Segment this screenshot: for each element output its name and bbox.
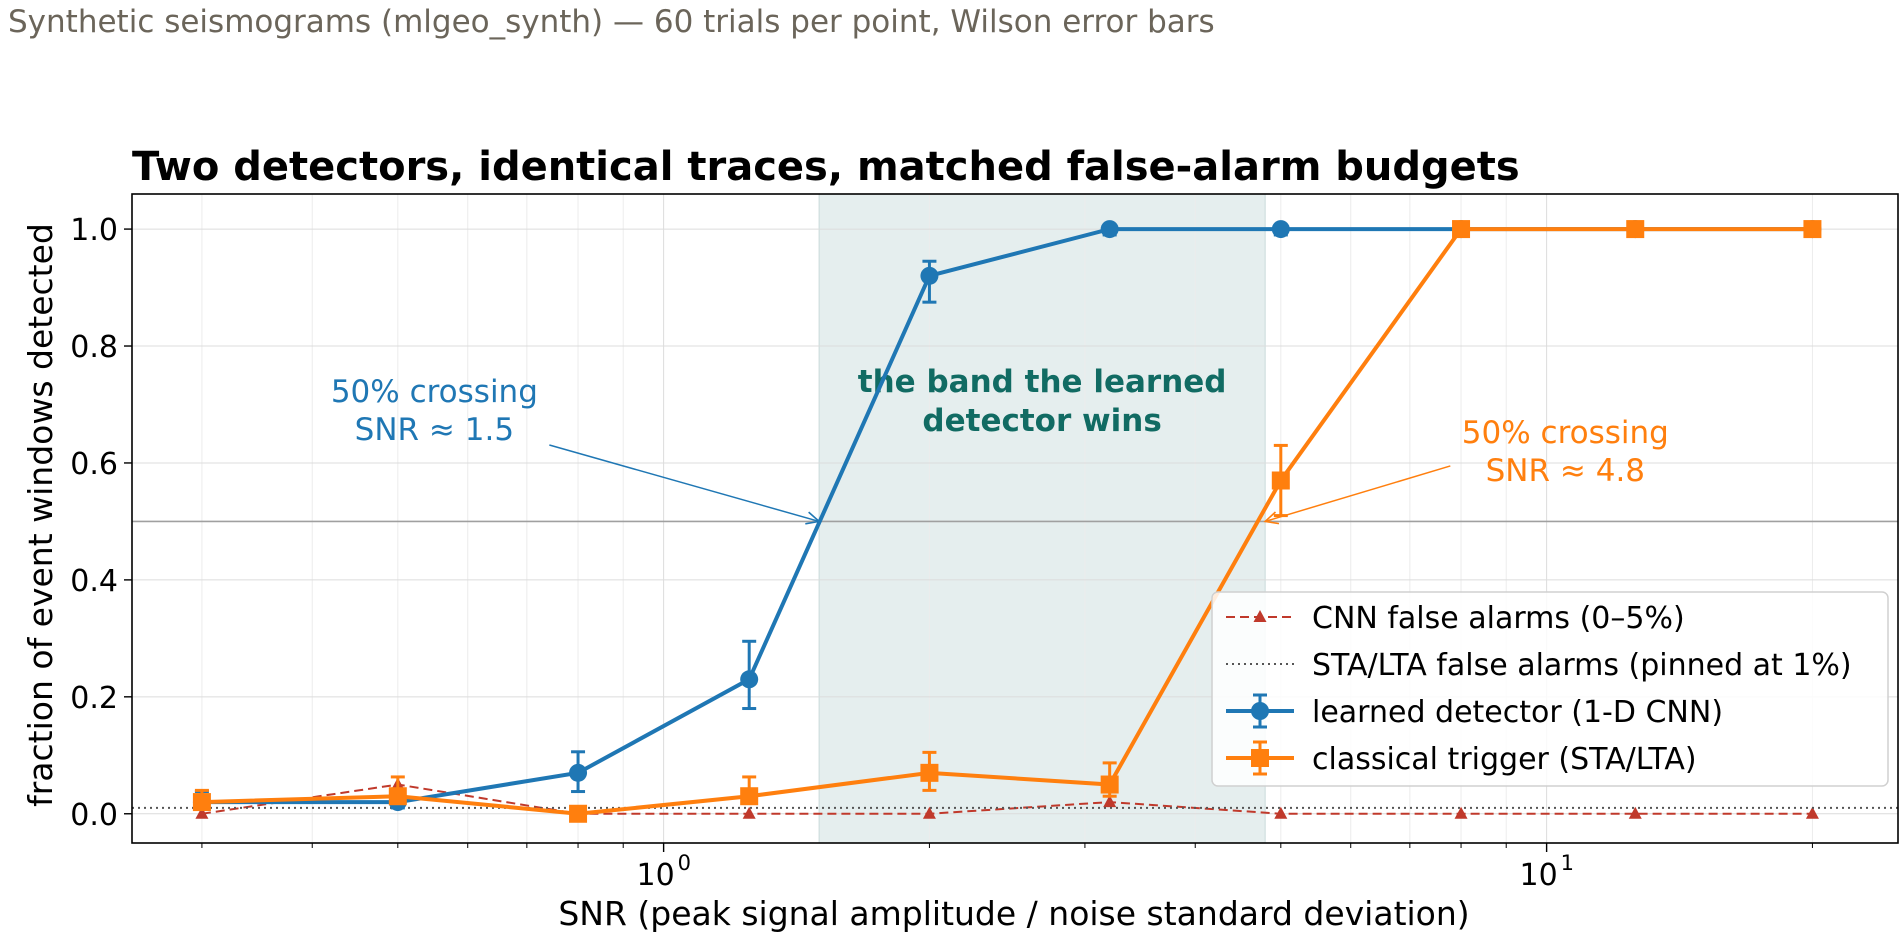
legend-label: classical trigger (STA/LTA): [1312, 742, 1697, 777]
cnn-false-alarm-point: [1103, 795, 1117, 808]
annotation-line: 50% crossing: [1462, 415, 1669, 451]
annotation-line: 50% crossing: [331, 374, 538, 410]
x-tick-exponent: 0: [678, 851, 691, 875]
sta-lta-detection-point: [569, 804, 588, 823]
cnn-detection-point: [1100, 220, 1119, 239]
y-tick-label: 0.0: [70, 798, 118, 833]
shaded-band: [818, 193, 1266, 844]
cnn-false-alarm-point: [1805, 806, 1819, 819]
annotation-line: SNR ≈ 1.5: [355, 412, 514, 448]
sta-lta-detection-line: [201, 227, 1813, 816]
cnn-detection-point: [920, 266, 939, 285]
x-axis-label: SNR (peak signal amplitude / noise stand…: [558, 894, 1469, 933]
y-tick-label: 0.4: [70, 564, 118, 599]
sta-lta-detection-point: [1452, 220, 1471, 239]
annotation-arrow: [1264, 465, 1451, 523]
cnn-false-alarm-point: [922, 806, 936, 819]
annotation-arrowhead: [1263, 511, 1280, 525]
cnn-false-alarm-point: [1628, 806, 1642, 819]
legend-label: learned detector (1-D CNN): [1312, 695, 1723, 730]
band-label-line: detector wins: [922, 403, 1161, 439]
cnn-detection-point: [569, 763, 588, 782]
sta-lta-detection-point: [740, 787, 759, 806]
figure-title: Synthetic seismograms (mlgeo_synth) — 60…: [8, 4, 1215, 40]
legend: CNN false alarms (0–5%) STA/LTA false ala…: [1211, 591, 1889, 787]
chart-title: Two detectors, identical traces, matched…: [132, 144, 1520, 190]
legend-swatch-marker: [1253, 610, 1267, 622]
legend-box: [1211, 591, 1889, 787]
sta-lta-detection-point: [192, 793, 211, 812]
x-tick-label: 10: [637, 858, 675, 893]
cnn-false-alarm-point: [742, 806, 756, 819]
annotation-arrow: [549, 444, 820, 523]
sta-lta-detection-point: [920, 763, 939, 782]
legend-swatch-marker: [1251, 702, 1269, 720]
x-tick-label: 10: [1520, 858, 1558, 893]
x-tick-exponent: 1: [1561, 851, 1574, 875]
band-label-line: the band the learned: [858, 364, 1227, 400]
cnn-detection-point: [740, 670, 759, 689]
cnn-detection-point: [1271, 220, 1290, 239]
y-tick-label: 0.8: [70, 330, 118, 365]
legend-label: STA/LTA false alarms (pinned at 1%): [1312, 648, 1852, 683]
y-tick-label: 0.6: [70, 447, 118, 482]
sta-lta-detection-point: [1100, 775, 1119, 794]
sta-lta-detection-point: [1626, 220, 1645, 239]
cnn-false-alarm-line: [201, 783, 1813, 815]
y-axis-label: fraction of event windows detected: [21, 223, 60, 807]
legend-label: CNN false alarms (0–5%): [1312, 601, 1685, 636]
axes-frame: [131, 193, 1899, 844]
cnn-false-alarm-point: [1274, 806, 1288, 819]
y-tick-label: 1.0: [70, 213, 118, 248]
cnn-false-alarm-point: [1454, 806, 1468, 819]
y-tick-label: 0.2: [70, 681, 118, 716]
sta-lta-detection-point: [388, 787, 407, 806]
sta-lta-detection-point: [1271, 471, 1290, 490]
annotation-line: SNR ≈ 4.8: [1486, 453, 1645, 489]
sta-lta-detection-point: [1803, 220, 1822, 239]
cnn-false-alarm-point: [195, 806, 209, 819]
legend-swatch-marker: [1251, 749, 1269, 767]
